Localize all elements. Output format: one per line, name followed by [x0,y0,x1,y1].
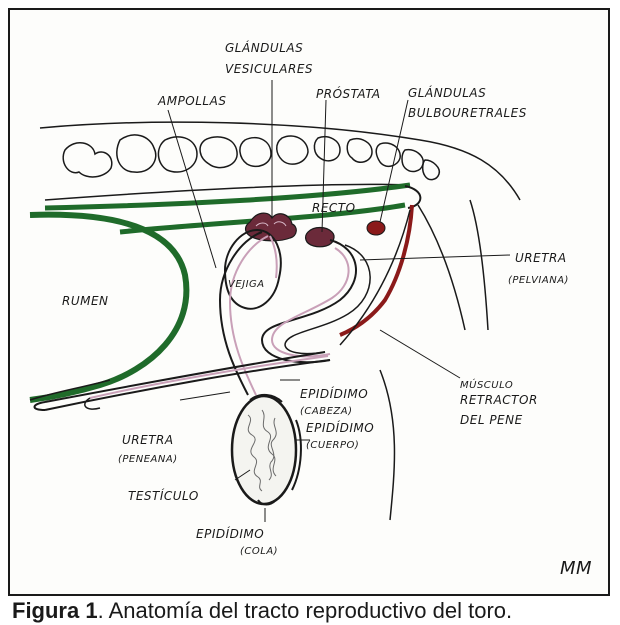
label-glandulas-bulbouretrales-1: GLÁNDULAS [408,85,486,100]
rectum [45,185,420,232]
spine [40,122,520,200]
bulbourethral-gland [367,221,385,235]
label-uretra-pelviana-1: URETRA [515,251,567,265]
caption-prefix: Figura 1 [12,598,98,623]
label-epididimo-cabeza-1: EPIDÍDIMO [300,386,368,401]
anatomy-diagram: GLÁNDULAS VESICULARES AMPOLLAS PRÓSTATA … [0,0,620,600]
body-wall [380,200,488,520]
label-recto: RECTO [312,201,356,215]
testicle [232,395,301,505]
label-vejiga: VEJIGA [228,279,265,290]
label-testiculo: TESTÍCULO [128,488,199,503]
label-epididimo-cabeza-2: (CABEZA) [300,406,353,417]
label-epididimo-cola-1: EPIDÍDIMO [196,526,264,541]
label-glandulas-bulbouretrales-2: BULBOURETRALES [408,106,527,120]
label-musculo-3: DEL PENE [460,413,523,427]
caption-text: . Anatomía del tracto reproductivo del t… [98,598,513,623]
label-epididimo-cuerpo-1: EPIDÍDIMO [306,420,374,435]
urethra-pelvic [262,240,370,362]
label-glandulas-vesiculares-2: VESICULARES [225,62,313,76]
label-epididimo-cola-2: (COLA) [240,546,278,557]
label-ampollas: AMPOLLAS [157,94,226,108]
label-rumen: RUMEN [62,294,109,308]
label-epididimo-cuerpo-2: (CUERPO) [306,440,359,451]
label-musculo-1: MÚSCULO [460,378,513,391]
label-uretra-pelviana-2: (PELVIANA) [508,275,569,286]
figure-caption: Figura 1. Anatomía del tracto reproducti… [12,598,612,624]
prostate [306,228,334,247]
signature: MM [560,558,592,579]
label-uretra-peneana-1: URETRA [122,433,174,447]
label-uretra-peneana-2: (PENEANA) [118,454,178,465]
label-prostata: PRÓSTATA [316,86,381,101]
label-glandulas-vesiculares-1: GLÁNDULAS [225,40,303,55]
label-musculo-2: RETRACTOR [460,393,538,407]
